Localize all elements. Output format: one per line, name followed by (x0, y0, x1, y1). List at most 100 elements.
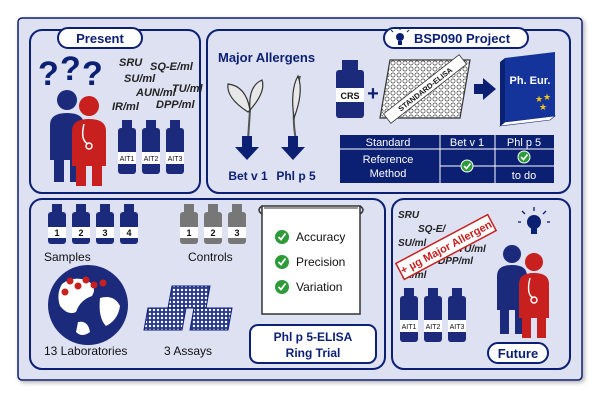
allergen-phl: Phl p 5 (276, 169, 316, 183)
question-mark-icon: ??? (38, 50, 103, 93)
globe-icon (48, 265, 128, 345)
future-title: Future (498, 346, 538, 361)
control-number-2: 3 (234, 228, 239, 238)
assays-label: 3 Assays (164, 344, 212, 358)
project-badge: BSP090 Project (414, 31, 511, 46)
sample-vials: 1 2 3 4 (48, 204, 138, 244)
labs-label: 13 Laboratories (44, 344, 127, 358)
present-vial-2: AIT3 (168, 156, 183, 163)
svg-text:★: ★ (543, 92, 551, 102)
present-unit-1: SQ-E/ml (150, 61, 194, 73)
future-vial-0: AIT1 (402, 324, 417, 331)
plant-icon (292, 74, 301, 141)
present-vial-0: AIT1 (120, 156, 135, 163)
phl-status-todo: to do (512, 170, 536, 182)
vial-icon: 3 (228, 204, 246, 244)
crs-label: CRS (340, 91, 359, 101)
future-unit-0: SRU (398, 210, 420, 221)
major-allergens-label: Major Allergens (218, 50, 315, 65)
trial-title-2: Ring Trial (286, 346, 341, 360)
checklist: Accuracy Precision Variation (275, 230, 345, 294)
future-vial-1: AIT2 (426, 324, 441, 331)
vial-icon: AIT2 (424, 288, 442, 342)
future-panel: SRU SQ-E/ SU/ml TU/ml DPP/ml IR/ml + µg … (391, 198, 571, 370)
arrow-icon (474, 78, 496, 100)
present-unit-5: IR/ml (112, 101, 140, 113)
elisa-plate-icon (143, 285, 233, 331)
control-number-0: 1 (186, 228, 191, 238)
check-icon (517, 150, 531, 164)
table-header-bet: Bet v 1 (450, 137, 484, 149)
sample-number-1: 2 (78, 228, 83, 238)
present-units: SRU SQ-E/ml SU/ml AUN/ml TU/ml IR/ml DPP… (112, 57, 204, 113)
plus-sign: + (367, 83, 379, 105)
svg-text:?: ? (38, 55, 59, 93)
sample-number-3: 4 (126, 228, 131, 238)
future-unit-1: SQ-E/ (418, 224, 446, 235)
lightbulb-icon (390, 28, 410, 45)
present-unit-4: TU/ml (172, 83, 204, 95)
reference-table: Standard Bet v 1 Phl p 5 Reference Metho… (340, 135, 554, 183)
vial-icon: 2 (72, 204, 90, 244)
future-vials: AIT1 AIT2 AIT3 (400, 288, 466, 342)
elisa-plate-icon: STANDARD-ELISA (379, 54, 471, 124)
svg-text:?: ? (60, 50, 81, 88)
present-unit-0: SRU (119, 57, 143, 69)
book-icon: Ph. Eur. ★ ★ ★ (498, 52, 557, 127)
present-title: Present (76, 31, 124, 46)
vial-icon: 3 (96, 204, 114, 244)
lightbulb-icon (518, 207, 550, 234)
present-vial-1: AIT2 (144, 156, 159, 163)
person-icon (72, 96, 106, 186)
vial-icon: 4 (120, 204, 138, 244)
sample-number-2: 3 (102, 228, 107, 238)
control-number-1: 2 (210, 228, 215, 238)
table-header-phl: Phl p 5 (507, 137, 541, 149)
checklist-item-2: Variation (296, 280, 342, 294)
table-row-label-2: Method (370, 168, 407, 180)
vial-icon: AIT1 (118, 120, 136, 174)
allergen-bet: Bet v 1 (228, 169, 268, 183)
trial-panel: 1 2 3 4 Samples (29, 198, 386, 370)
future-unit-5: IR/ml (402, 270, 427, 281)
present-vials: AIT1 AIT2 AIT3 (118, 120, 184, 174)
check-icon (460, 159, 474, 173)
future-unit-2: SU/ml (398, 238, 427, 249)
controls-label: Controls (188, 250, 233, 264)
person-icon (519, 253, 549, 338)
arrow-icon (235, 136, 259, 160)
table-row-label-1: Reference (363, 154, 414, 166)
future-unit-3: TU/ml (458, 244, 486, 255)
project-panel: BSP090 Project Major Allergens Bet v 1 P… (206, 27, 571, 194)
future-vial-2: AIT3 (450, 324, 465, 331)
svg-text:?: ? (82, 55, 103, 93)
crs-vial-icon: CRS (336, 60, 364, 118)
present-unit-6: DPP/ml (156, 99, 195, 111)
trial-title-1: Phl p 5-ELISA (274, 330, 353, 344)
vial-icon: AIT2 (142, 120, 160, 174)
map-pin-icon (61, 276, 107, 296)
table-header-standard: Standard (366, 137, 411, 149)
sample-number-0: 1 (54, 228, 59, 238)
samples-label: Samples (44, 250, 91, 264)
vial-icon: 2 (204, 204, 222, 244)
svg-text:★: ★ (535, 94, 543, 104)
checklist-item-0: Accuracy (296, 230, 345, 244)
pheur-label: Ph. Eur. (510, 75, 551, 87)
check-icon (275, 255, 289, 269)
future-units: SRU SQ-E/ SU/ml TU/ml DPP/ml IR/ml (398, 210, 486, 281)
present-panel: Present ??? SRU SQ-E/ml SU/ml AUN/ml TU/… (29, 27, 204, 194)
plant-icon (227, 79, 264, 141)
future-unit-4: DPP/ml (438, 256, 473, 267)
vial-icon: AIT3 (166, 120, 184, 174)
control-vials: 1 2 3 (180, 204, 246, 244)
check-icon (275, 280, 289, 294)
checklist-item-1: Precision (296, 255, 345, 269)
present-unit-3: AUN/ml (135, 87, 177, 99)
vial-icon: AIT1 (400, 288, 418, 342)
svg-text:★: ★ (539, 102, 547, 112)
present-unit-2: SU/ml (124, 73, 156, 85)
check-icon (275, 230, 289, 244)
